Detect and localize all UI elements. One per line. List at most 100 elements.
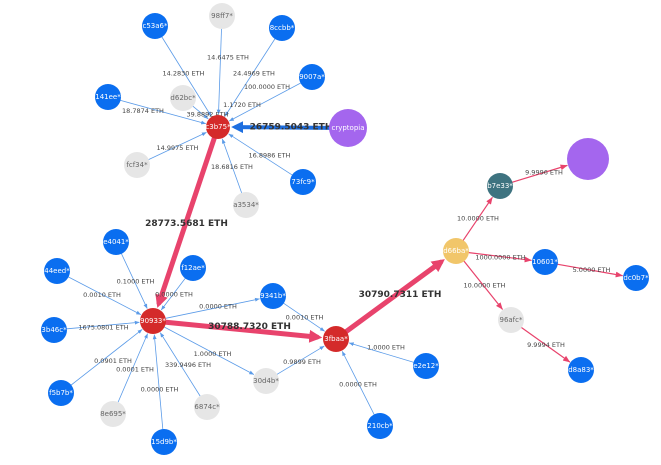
edge-label-3b46c-90933: 1675.0801 ETH (78, 324, 128, 332)
node-210cb[interactable]: 210cb* (367, 413, 393, 439)
node-9007a[interactable]: 9007a* (299, 64, 325, 90)
node-label-d8a83: d8a83* (568, 366, 594, 374)
node-circle-141ee[interactable] (95, 84, 121, 110)
node-circle-e4041[interactable] (103, 229, 129, 255)
node-circle-9341b[interactable] (260, 283, 286, 309)
nodes-layer: c3b75* 90933* 3fbaa* cryptopia d66ba* b7e33* c… (41, 3, 649, 455)
node-circle-purple2[interactable] (567, 138, 609, 180)
node-dc0b7[interactable]: dc0b7* (623, 265, 649, 291)
edge-8e695-90933 (117, 333, 148, 403)
node-9341b[interactable]: 9341b* (260, 283, 286, 309)
node-circle-f12ae[interactable] (180, 255, 206, 281)
node-3fbaa[interactable]: 3fbaa* (323, 326, 349, 352)
node-d66ba[interactable]: d66ba* (443, 238, 469, 264)
edge-label-cryptopia-c3b75: 26759.5043 ETH (250, 123, 333, 133)
node-30d4b[interactable]: 30d4b* (253, 368, 279, 394)
node-d62bc[interactable]: d62bc* (170, 85, 196, 111)
edge-cryptopia-c3b75 (231, 121, 331, 134)
node-label-9341b: 9341b* (260, 292, 286, 300)
edge-d66ba-b7e33 (462, 197, 493, 241)
node-8e695[interactable]: 8e695* (100, 401, 126, 427)
edge-label-f12ae-90933: 0.0000 ETH (155, 291, 193, 299)
node-circle-a3534[interactable] (233, 192, 259, 218)
edge-label-a3534-c3b75: 18.6816 ETH (211, 163, 253, 171)
node-circle-90933[interactable] (140, 308, 166, 334)
edge-9007a-c3b75 (229, 82, 301, 122)
node-f5b7b[interactable]: f5b7b* (48, 380, 74, 406)
node-label-8ccbb: 8ccbb* (270, 24, 295, 32)
node-circle-8ccbb[interactable] (269, 15, 295, 41)
node-circle-30d4b[interactable] (253, 368, 279, 394)
node-circle-98ff7[interactable] (209, 3, 235, 29)
node-e2e12[interactable]: e2e12* (413, 353, 439, 379)
node-73fc9[interactable]: 73fc9* (290, 169, 316, 195)
edge-label-c53a6-c3b75: 14.2830 ETH (163, 70, 205, 78)
node-circle-44eed[interactable] (44, 258, 70, 284)
node-label-e2e12: e2e12* (413, 362, 439, 370)
node-circle-b7e33[interactable] (487, 173, 513, 199)
node-label-9007a: 9007a* (299, 73, 325, 81)
edge-8ccbb-c3b75 (224, 38, 276, 117)
node-fcf34[interactable]: fcf34* (124, 152, 150, 178)
node-6874c[interactable]: 6874c* (194, 394, 220, 420)
node-label-e4041: e4041* (103, 238, 129, 246)
node-label-210cb: 210cb* (367, 422, 393, 430)
node-cryptopia[interactable]: cryptopia (329, 109, 367, 147)
node-circle-e2e12[interactable] (413, 353, 439, 379)
node-8ccbb[interactable]: 8ccbb* (269, 15, 295, 41)
edge-30d4b-3fbaa (276, 345, 325, 375)
node-44eed[interactable]: 44eed* (44, 258, 70, 284)
node-c3b75[interactable]: c3b75* (205, 115, 231, 139)
node-141ee[interactable]: 141ee* (95, 84, 121, 110)
node-circle-9007a[interactable] (299, 64, 325, 90)
node-label-f5b7b: f5b7b* (49, 389, 73, 397)
edge-label-b7e33-purple2: 9.9996 ETH (525, 169, 563, 177)
node-circle-d8a83[interactable] (568, 357, 594, 383)
node-circle-fcf34[interactable] (124, 152, 150, 178)
node-3b46c[interactable]: 3b46c* (41, 317, 67, 343)
edge-label-d66ba-96afc: 10.0000 ETH (464, 282, 506, 290)
node-b7e33[interactable]: b7e33* (487, 173, 513, 199)
node-circle-3b46c[interactable] (41, 317, 67, 343)
node-f12ae[interactable]: f12ae* (180, 255, 206, 281)
node-96afc[interactable]: 96afc* (498, 307, 524, 333)
node-circle-210cb[interactable] (367, 413, 393, 439)
node-90933[interactable]: 90933* (140, 308, 166, 334)
edge-label-f5b7b-90933: 0.0901 ETH (94, 357, 132, 365)
node-circle-3fbaa[interactable] (323, 326, 349, 352)
edge-label-15d9b-90933: 0.0000 ETH (141, 386, 179, 394)
edge-label-d66ba-10601: 1000.0000 ETH (475, 254, 525, 262)
node-purple2[interactable] (567, 138, 609, 180)
node-15d9b[interactable]: 15d9b* (151, 429, 177, 455)
node-circle-d62bc[interactable] (170, 85, 196, 111)
node-circle-15d9b[interactable] (151, 429, 177, 455)
node-circle-d66ba[interactable] (443, 238, 469, 264)
node-circle-8e695[interactable] (100, 401, 126, 427)
node-circle-f5b7b[interactable] (48, 380, 74, 406)
node-10601[interactable]: 10601* (532, 249, 558, 275)
node-98ff7[interactable]: 98ff7* (209, 3, 235, 29)
node-circle-6874c[interactable] (194, 394, 220, 420)
node-d8a83[interactable]: d8a83* (568, 357, 594, 383)
node-c53a6[interactable]: c53a6* (142, 13, 168, 39)
edge-label-98ff7-c3b75: 14.6475 ETH (207, 54, 249, 62)
node-label-cryptopia: cryptopia (331, 124, 364, 132)
edge-90933-9341b (165, 297, 260, 319)
node-circle-c3b75[interactable] (206, 115, 230, 139)
edge-d66ba-10601 (468, 252, 532, 263)
edge-f5b7b-90933 (70, 329, 143, 386)
node-label-141ee: 141ee* (95, 93, 121, 101)
node-a3534[interactable]: a3534* (233, 192, 259, 218)
node-circle-73fc9[interactable] (290, 169, 316, 195)
node-circle-dc0b7[interactable] (623, 265, 649, 291)
node-circle-cryptopia[interactable] (329, 109, 367, 147)
node-circle-10601[interactable] (532, 249, 558, 275)
node-circle-c53a6[interactable] (142, 13, 168, 39)
edge-3b46c-90933 (66, 320, 140, 330)
node-circle-96afc[interactable] (498, 307, 524, 333)
edge-e4041-90933 (121, 253, 148, 309)
edge-96afc-d8a83 (520, 327, 571, 363)
node-e4041[interactable]: e4041* (103, 229, 129, 255)
node-label-98ff7: 98ff7* (211, 12, 233, 20)
